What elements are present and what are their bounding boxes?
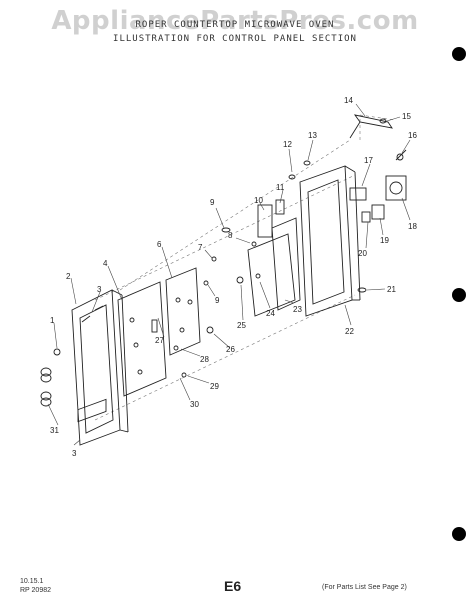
footer-code-1: 10.15.1 [20, 578, 44, 585]
binder-hole-2 [452, 288, 466, 302]
diagram-subtitle: ILLUSTRATION FOR CONTROL PANEL SECTION [113, 34, 357, 44]
callout-31: 31 [50, 426, 59, 435]
callout-20: 20 [358, 249, 367, 258]
callout-26: 26 [226, 345, 235, 354]
callout-23: 23 [293, 305, 302, 314]
callout-13: 13 [308, 131, 317, 140]
callout-28: 28 [200, 355, 209, 364]
callout-15: 15 [402, 112, 411, 121]
middle-plate [247, 217, 301, 317]
callout-6: 6 [157, 240, 162, 249]
binder-hole-3 [452, 527, 466, 541]
switch-assembly [349, 149, 407, 223]
assembly-lines [94, 114, 396, 421]
callout-3-top: 3 [97, 285, 102, 294]
parts-list-note: (For Parts List See Page 2) [322, 584, 407, 591]
bracket-arm [349, 114, 393, 139]
watermark: AppliancePartsPros.com [51, 6, 419, 36]
callout-labels: 1 2 3 4 6 7 8 9 9 10 11 12 13 14 15 16 1… [50, 96, 417, 458]
leader-lines [47, 103, 411, 446]
callout-25: 25 [237, 321, 246, 330]
callout-30: 30 [190, 400, 199, 409]
screws [173, 118, 404, 378]
callout-14: 14 [344, 96, 353, 105]
page-number: E6 [224, 578, 242, 594]
callout-24: 24 [266, 309, 275, 318]
callout-16: 16 [408, 131, 417, 140]
knob-parts [40, 348, 61, 407]
footer-code-2: RP 20982 [20, 587, 52, 594]
small-brackets [257, 199, 285, 238]
callout-29: 29 [210, 382, 219, 391]
callout-8: 8 [228, 231, 233, 240]
callout-4: 4 [103, 259, 108, 268]
callout-2: 2 [66, 272, 71, 281]
callout-22: 22 [345, 327, 354, 336]
callout-3-bottom: 3 [72, 449, 77, 458]
callout-27: 27 [155, 336, 164, 345]
callout-9-lower: 9 [215, 296, 220, 305]
callout-18: 18 [408, 222, 417, 231]
front-control-panel [71, 289, 129, 446]
main-frame [299, 165, 361, 317]
binder-hole-1 [452, 47, 466, 61]
bracket-plate [165, 267, 201, 356]
callout-7: 7 [198, 243, 203, 252]
callout-10: 10 [254, 196, 263, 205]
callout-1: 1 [50, 316, 55, 325]
callout-9-upper: 9 [210, 198, 215, 207]
circuit-panel [117, 281, 167, 397]
callout-11: 11 [276, 183, 285, 192]
callout-21: 21 [387, 285, 396, 294]
callout-12: 12 [283, 140, 292, 149]
diagram-title: ROPER COUNTERTOP MICROWAVE OVEN [135, 20, 335, 30]
callout-17: 17 [364, 156, 373, 165]
callout-19: 19 [380, 236, 389, 245]
